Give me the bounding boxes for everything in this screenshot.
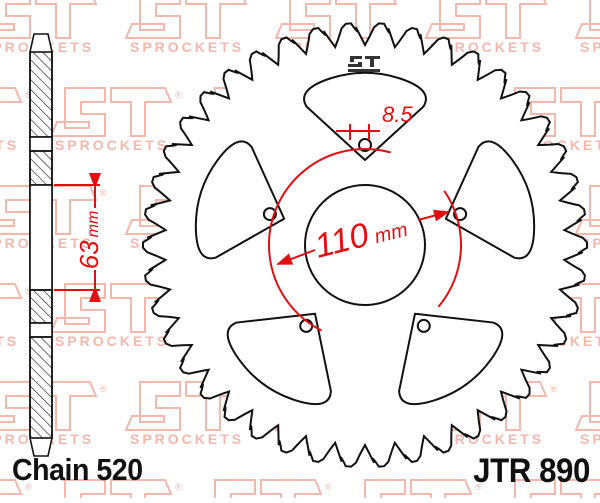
watermark-logo: ® SPROCKETS [424, 0, 557, 55]
jt-logo-icon [348, 56, 380, 72]
watermark-logo: ® SPROCKETS [574, 0, 600, 55]
svg-text:®: ® [250, 0, 257, 2]
svg-text:®: ® [175, 90, 182, 100]
watermark-logo: ® SPROCKETS [64, 479, 182, 503]
svg-text:®: ® [175, 482, 182, 492]
bolt-hole [416, 318, 431, 333]
lightening-hole [444, 140, 536, 260]
watermark-logo: ® SPROCKETS [0, 381, 107, 447]
watermark-logo: ® SPROCKETS [0, 0, 107, 55]
svg-text:SPROCKETS: SPROCKETS [0, 333, 19, 349]
svg-text:SPROCKETS: SPROCKETS [430, 431, 544, 447]
watermark-logo: ® SPROCKETS [124, 0, 257, 55]
svg-text:SPROCKETS: SPROCKETS [0, 137, 19, 153]
svg-text:®: ® [25, 482, 32, 492]
lightening-hole [398, 312, 504, 406]
hub-offset-dimension [54, 173, 101, 302]
part-number-label: JTR 890 [473, 452, 590, 490]
center-bore [304, 184, 426, 306]
svg-text:SPROCKETS: SPROCKETS [130, 39, 244, 55]
lightening-hole [303, 71, 427, 161]
lightening-hole [194, 140, 286, 260]
svg-text:®: ® [550, 0, 557, 2]
svg-text:®: ® [100, 384, 107, 394]
svg-text:®: ® [475, 482, 482, 492]
side-profile [29, 33, 53, 457]
watermark-logo: ® SPROCKETS [0, 87, 32, 153]
hub-offset-label: 63mm [74, 211, 104, 270]
svg-text:SPROCKETS: SPROCKETS [580, 431, 600, 447]
svg-text:®: ® [325, 482, 332, 492]
svg-text:®: ® [25, 286, 32, 296]
sprocket-face [142, 22, 588, 468]
watermark-logo: ® SPROCKETS [574, 381, 600, 447]
lightening-hole [226, 312, 332, 406]
svg-text:SPROCKETS: SPROCKETS [580, 39, 600, 55]
watermark-logo: ® SPROCKETS [0, 283, 32, 349]
svg-text:SPROCKETS: SPROCKETS [55, 137, 169, 153]
svg-text:®: ® [25, 90, 32, 100]
watermark-logo: ® SPROCKETS [514, 479, 600, 503]
watermark-logo: ® SPROCKETS [364, 479, 482, 503]
svg-text:SPROCKETS: SPROCKETS [55, 333, 169, 349]
svg-text:SPROCKETS: SPROCKETS [130, 431, 244, 447]
bolt-hole-dimension [336, 124, 380, 140]
svg-text:®: ® [100, 188, 107, 198]
svg-text:®: ® [100, 0, 107, 2]
svg-text:®: ® [550, 384, 557, 394]
watermark-logo: ® SPROCKETS [49, 87, 182, 153]
bolt-hole [358, 138, 372, 152]
watermark-logo: ® SPROCKETS [0, 479, 32, 495]
pcd-dimension [268, 148, 462, 332]
svg-text:SPROCKETS: SPROCKETS [430, 39, 544, 55]
svg-text:®: ® [400, 0, 407, 2]
chain-size-label: Chain 520 [12, 452, 143, 487]
bolt-hole-label: 8.5 [382, 102, 413, 127]
watermark-logo: ® SPROCKETS [214, 479, 332, 503]
